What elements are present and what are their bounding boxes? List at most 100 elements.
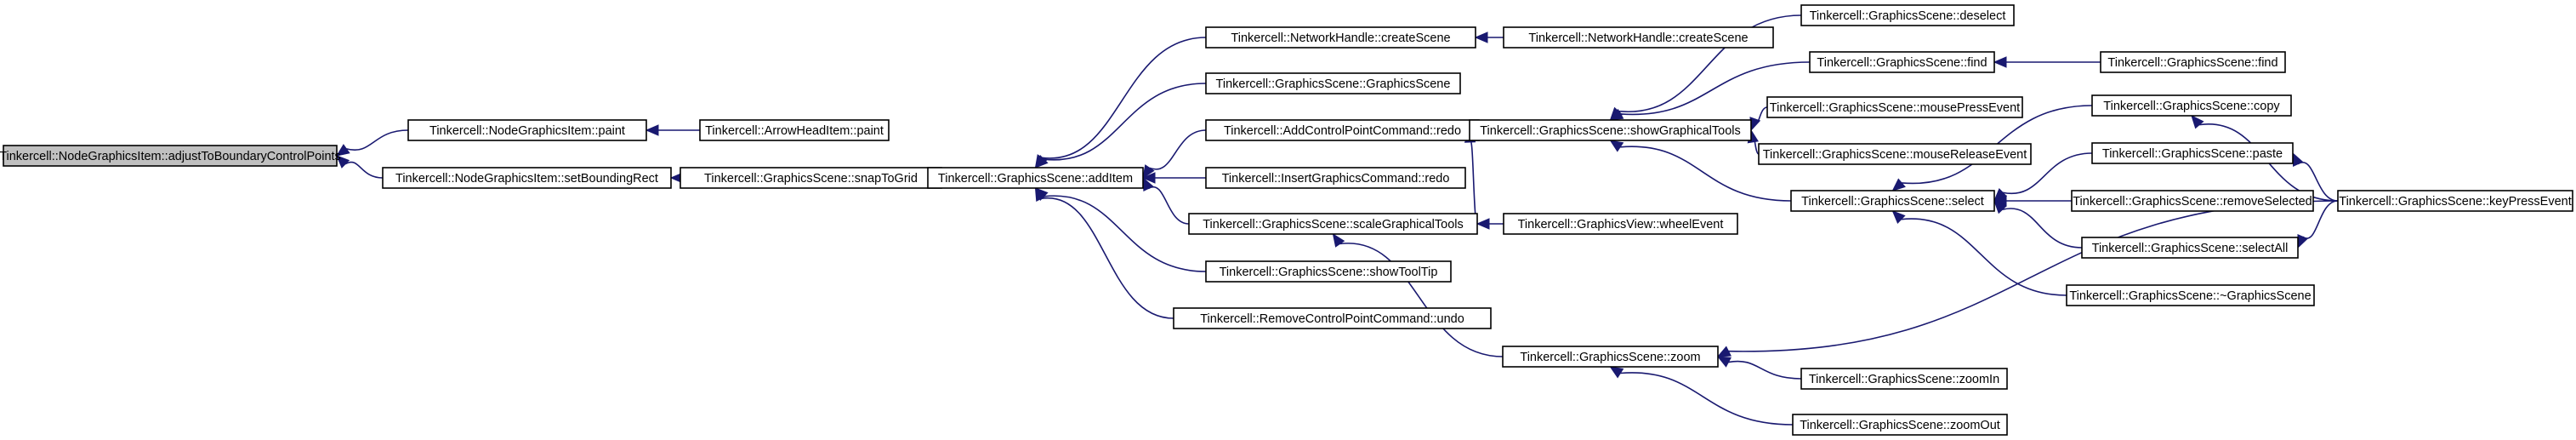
node-tinkercell-graphicsscene-showgraphicaltools[interactable]: Tinkercell::GraphicsScene::showGraphical… (1469, 119, 1752, 141)
node-label: Tinkercell::GraphicsScene::select (1801, 195, 1984, 209)
edge-line (1043, 195, 1207, 272)
node-label: Tinkercell::GraphicsScene::mousePressEve… (1770, 101, 2020, 115)
edge-line (1618, 14, 1802, 113)
node-tinkercell-graphicsscene-removeselected[interactable]: Tinkercell::GraphicsScene::removeSelecte… (2071, 190, 2314, 212)
node-tinkercell-addcontrolpointcommand-redo[interactable]: Tinkercell::AddControlPointCommand::redo (1205, 119, 1480, 141)
node-box (2091, 94, 2292, 117)
arrowhead-icon (1474, 31, 1488, 43)
node-box (1173, 307, 1492, 329)
node-tinkercell-graphicsscene-find[interactable]: Tinkercell::GraphicsScene::find (2100, 51, 2286, 73)
node-tinkercell-graphicsscene-paste[interactable]: Tinkercell::GraphicsScene::paste (2091, 142, 2294, 164)
node-label: Tinkercell::GraphicsScene::zoom (1520, 351, 1700, 364)
edge-line (1620, 372, 1794, 426)
node-tinkercell-nodegraphicsitem-adjusttoboundarycontrolpoints[interactable]: Tinkercell::NodeGraphicsItem::adjustToBo… (0, 145, 341, 167)
node-label: Tinkercell::NetworkHandle::createScene (1528, 31, 1748, 45)
node-box (2081, 237, 2299, 259)
node-label: Tinkercell::GraphicsScene::zoomOut (1800, 419, 2000, 432)
node-label: Tinkercell::GraphicsScene::find (1817, 56, 1987, 70)
edge-line (1040, 197, 1174, 319)
arrowhead-icon (645, 124, 659, 136)
edge-n1-to-n0 (335, 129, 409, 157)
node-box (1469, 119, 1752, 141)
node-tinkercell-graphicsscene-keypressevent[interactable]: Tinkercell::GraphicsScene::keyPressEvent (2337, 190, 2573, 212)
node-tinkercell-graphicsscene-showtooltip[interactable]: Tinkercell::GraphicsScene::showToolTip (1205, 260, 1452, 283)
node-label: Tinkercell::GraphicsScene::zoomIn (1809, 373, 1999, 386)
arrowhead-icon (1332, 232, 1345, 248)
node-box (699, 119, 890, 141)
arrowhead-icon (2297, 234, 2308, 249)
node-label: Tinkercell::GraphicsScene::selectAll (2092, 242, 2289, 255)
node-tinkercell-nodegraphicsitem-paint[interactable]: Tinkercell::NodeGraphicsItem::paint (407, 119, 647, 141)
arrowhead-icon (1993, 56, 2007, 68)
edge-n28-to-n16 (1716, 200, 2339, 357)
edge-n8-to-n5 (1034, 83, 1207, 169)
node-label: Tinkercell::NodeGraphicsItem::setBoundin… (395, 172, 658, 186)
node-label: Tinkercell::GraphicsScene::snapToGrid (704, 172, 918, 186)
node-tinkercell-graphicsscene-selectall[interactable]: Tinkercell::GraphicsScene::selectAll (2081, 237, 2299, 259)
node-tinkercell-graphicsscene-zoomout[interactable]: Tinkercell::GraphicsScene::zoomOut (1792, 414, 2008, 436)
edge-n11-to-n14 (1464, 129, 1478, 225)
edge-n16-to-n11 (1332, 232, 1504, 357)
node-box (382, 167, 672, 189)
node-label: Tinkercell::NodeGraphicsItem::adjustToBo… (0, 150, 341, 163)
edge-n2-to-n1 (645, 124, 700, 136)
node-tinkercell-graphicsscene-scalegraphicaltools[interactable]: Tinkercell::GraphicsScene::scaleGraphica… (1188, 213, 1478, 235)
arrowhead-icon (1476, 218, 1490, 230)
node-tinkercell-networkhandle-createscene[interactable]: Tinkercell::NetworkHandle::createScene (1503, 26, 1774, 49)
node-box (1205, 167, 1466, 189)
node-tinkercell-graphicsscene-dtor-graphicsscene[interactable]: Tinkercell::GraphicsScene::~GraphicsScen… (2066, 284, 2315, 306)
arrowhead-icon (2191, 115, 2204, 129)
node-box (407, 119, 647, 141)
node-tinkercell-graphicsscene-additem[interactable]: Tinkercell::GraphicsScene::addItem (927, 167, 1144, 189)
node-tinkercell-graphicsscene-find[interactable]: Tinkercell::GraphicsScene::find (1809, 51, 1995, 73)
node-label: Tinkercell::GraphicsScene::copy (2103, 100, 2280, 113)
edge-line (1339, 243, 1504, 357)
node-tinkercell-graphicsscene-deselect[interactable]: Tinkercell::GraphicsScene::deselect (1800, 4, 2015, 26)
arrowhead-icon (1609, 140, 1624, 152)
node-tinkercell-arrowheaditem-paint[interactable]: Tinkercell::ArrowHeadItem::paint (699, 119, 890, 141)
node-tinkercell-graphicsscene-graphicsscene[interactable]: Tinkercell::GraphicsScene::GraphicsScene (1205, 72, 1461, 94)
node-tinkercell-graphicsscene-copy[interactable]: Tinkercell::GraphicsScene::copy (2091, 94, 2292, 117)
node-label: Tinkercell::GraphicsView::wheelEvent (1518, 218, 1724, 231)
arrowhead-icon (1993, 200, 2007, 214)
arrowhead-icon (1716, 356, 1732, 368)
edge-line (1728, 360, 1802, 380)
node-tinkercell-graphicsscene-mousereleaseevent[interactable]: Tinkercell::GraphicsScene::mouseReleaseE… (1758, 143, 2032, 165)
node-box (1503, 213, 1738, 235)
arrowhead-icon (2292, 151, 2304, 167)
edge-n30-to-n16 (1609, 366, 1794, 426)
arrowhead-icon (336, 155, 350, 169)
node-label: Tinkercell::GraphicsScene::addItem (938, 172, 1133, 186)
node-tinkercell-graphicsscene-mousepressevent[interactable]: Tinkercell::GraphicsScene::mousePressEve… (1766, 96, 2023, 118)
edge-n7-to-n6 (1474, 31, 1504, 43)
node-tinkercell-nodegraphicsitem-setboundingrect[interactable]: Tinkercell::NodeGraphicsItem::setBoundin… (382, 167, 672, 189)
node-box (1205, 260, 1452, 283)
node-label: Tinkercell::NodeGraphicsItem::paint (429, 124, 625, 138)
node-label: Tinkercell::GraphicsScene::GraphicsScene (1216, 77, 1451, 91)
node-box (1205, 26, 1476, 49)
node-box (2066, 284, 2315, 306)
node-tinkercell-removecontrolpointcommand-undo[interactable]: Tinkercell::RemoveControlPointCommand::u… (1173, 307, 1492, 329)
node-box (3, 145, 338, 167)
edge-line (1149, 129, 1207, 170)
node-box (927, 167, 1144, 189)
node-tinkercell-insertgraphicscommand-redo[interactable]: Tinkercell::InsertGraphicsCommand::redo (1205, 167, 1466, 189)
node-tinkercell-graphicsscene-select[interactable]: Tinkercell::GraphicsScene::select (1790, 190, 1995, 212)
arrowhead-icon (1609, 108, 1624, 121)
node-tinkercell-graphicsscene-zoomin[interactable]: Tinkercell::GraphicsScene::zoomIn (1800, 368, 2008, 390)
edge-line (346, 129, 409, 151)
node-box (2337, 190, 2573, 212)
edge-n29-to-n16 (1716, 356, 1802, 380)
node-box (1800, 4, 2015, 26)
edge-n10-to-n5 (1141, 172, 1206, 184)
edge-n6-to-n5 (1034, 37, 1207, 169)
node-tinkercell-graphicsscene-zoom[interactable]: Tinkercell::GraphicsScene::zoom (1502, 346, 1719, 368)
node-tinkercell-graphicsview-wheelevent[interactable]: Tinkercell::GraphicsView::wheelEvent (1503, 213, 1738, 235)
arrowhead-icon (1034, 186, 1047, 202)
node-tinkercell-graphicsscene-snaptogrid[interactable]: Tinkercell::GraphicsScene::snapToGrid (680, 167, 942, 189)
node-box (1502, 346, 1719, 368)
edge-line (1620, 61, 1811, 116)
node-label: Tinkercell::GraphicsScene::paste (2102, 147, 2283, 161)
node-tinkercell-networkhandle-createscene[interactable]: Tinkercell::NetworkHandle::createScene (1205, 26, 1476, 49)
